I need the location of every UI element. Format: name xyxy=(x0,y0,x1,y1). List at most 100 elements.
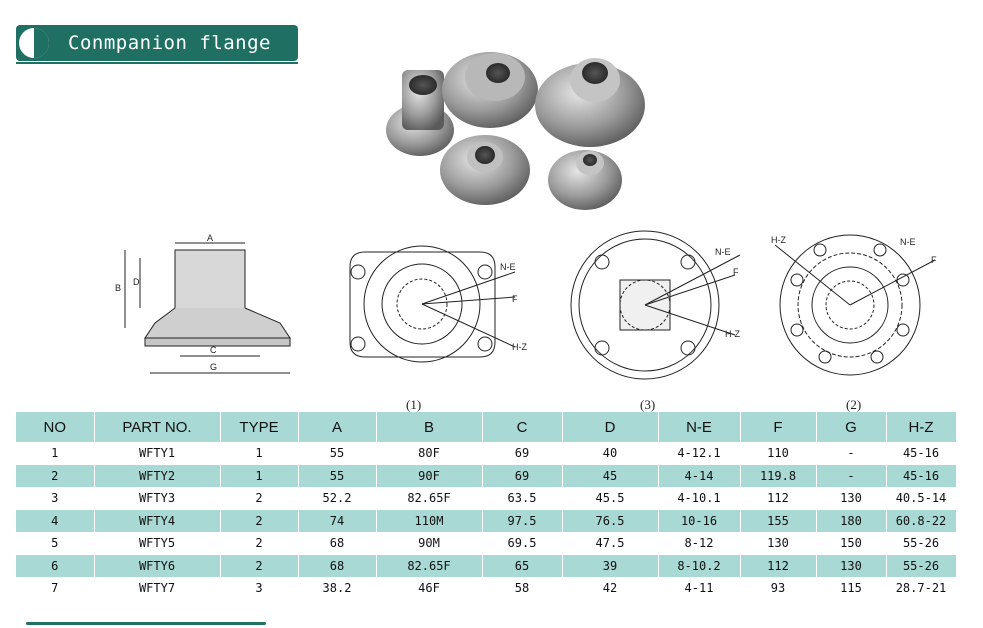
cell-type: 3 xyxy=(220,577,299,600)
caption-3: (3) xyxy=(640,397,656,412)
col-header-c: C xyxy=(482,412,563,442)
bottom-accent-rule xyxy=(26,622,266,625)
section-title: Conmpanion flange xyxy=(68,32,271,54)
flange-product-photo xyxy=(386,52,645,210)
col-header-part-no: PART NO. xyxy=(94,412,221,442)
label-ne: N-E xyxy=(715,247,731,257)
cell-a: 52.2 xyxy=(298,487,377,510)
cell-f: 112 xyxy=(740,487,817,510)
cell-part-no: WFTY7 xyxy=(94,577,221,600)
col-header-n-e: N-E xyxy=(658,412,741,442)
cell-no: 2 xyxy=(16,464,95,487)
section-banner: Conmpanion flange xyxy=(16,25,298,61)
cell-n-e: 4-10.1 xyxy=(658,487,741,510)
cell-type: 1 xyxy=(220,442,299,465)
cell-b: 110M xyxy=(376,509,483,532)
flange-type1-drawing: N-E F H-Z xyxy=(349,245,527,363)
cell-d: 39 xyxy=(562,554,659,577)
cell-a: 55 xyxy=(298,442,377,465)
cell-b: 90F xyxy=(376,464,483,487)
cell-g: - xyxy=(816,442,887,465)
cell-c: 97.5 xyxy=(482,509,563,532)
cell-a: 68 xyxy=(298,554,377,577)
col-header-b: B xyxy=(376,412,483,442)
cell-d: 45 xyxy=(562,464,659,487)
cell-no: 1 xyxy=(16,442,95,465)
dim-label-g: G xyxy=(210,362,217,372)
cell-n-e: 10-16 xyxy=(658,509,741,532)
label-hz: H-Z xyxy=(512,342,527,352)
cell-g: 130 xyxy=(816,554,887,577)
cell-g: 130 xyxy=(816,487,887,510)
cell-part-no: WFTY1 xyxy=(94,442,221,465)
cell-a: 68 xyxy=(298,532,377,555)
cell-part-no: WFTY2 xyxy=(94,464,221,487)
dim-label-a: A xyxy=(207,233,213,243)
cell-g: - xyxy=(816,464,887,487)
dim-label-d: D xyxy=(133,277,140,287)
cell-h-z: 55-26 xyxy=(886,554,957,577)
cell-a: 55 xyxy=(298,464,377,487)
cell-h-z: 45-16 xyxy=(886,464,957,487)
dim-label-c: C xyxy=(210,345,217,355)
cell-g: 150 xyxy=(816,532,887,555)
dim-label-b: B xyxy=(115,283,121,293)
cell-c: 69 xyxy=(482,464,563,487)
cell-f: 110 xyxy=(740,442,817,465)
cell-no: 4 xyxy=(16,509,95,532)
col-header-d: D xyxy=(562,412,659,442)
cell-d: 42 xyxy=(562,577,659,600)
banner-half-circle-icon xyxy=(19,28,49,58)
cell-part-no: WFTY4 xyxy=(94,509,221,532)
cell-part-no: WFTY6 xyxy=(94,554,221,577)
cell-no: 3 xyxy=(16,487,95,510)
cell-type: 2 xyxy=(220,554,299,577)
cell-h-z: 60.8-22 xyxy=(886,509,957,532)
cell-a: 74 xyxy=(298,509,377,532)
cell-f: 112 xyxy=(740,554,817,577)
cell-n-e: 8-10.2 xyxy=(658,554,741,577)
cell-d: 45.5 xyxy=(562,487,659,510)
cell-no: 6 xyxy=(16,554,95,577)
cell-d: 47.5 xyxy=(562,532,659,555)
label-f: F xyxy=(733,267,739,277)
flange-profile-drawing: A B D C G xyxy=(115,233,291,374)
cell-n-e: 4-12.1 xyxy=(658,442,741,465)
label-hz: H-Z xyxy=(771,235,786,245)
cell-n-e: 8-12 xyxy=(658,532,741,555)
cell-c: 58 xyxy=(482,577,563,600)
cell-c: 65 xyxy=(482,554,563,577)
caption-1: (1) xyxy=(406,397,422,412)
cell-type: 2 xyxy=(220,487,299,510)
cell-h-z: 40.5-14 xyxy=(886,487,957,510)
col-header-h-z: H-Z xyxy=(886,412,957,442)
cell-n-e: 4-11 xyxy=(658,577,741,600)
cell-g: 115 xyxy=(816,577,887,600)
label-f: F xyxy=(931,255,937,265)
col-header-g: G xyxy=(816,412,887,442)
col-header-a: A xyxy=(298,412,377,442)
cell-b: 90M xyxy=(376,532,483,555)
cell-f: 93 xyxy=(740,577,817,600)
label-f: F xyxy=(512,294,518,304)
cell-type: 2 xyxy=(220,532,299,555)
cell-f: 155 xyxy=(740,509,817,532)
banner-underline xyxy=(16,62,298,64)
cell-c: 69 xyxy=(482,442,563,465)
cell-type: 2 xyxy=(220,509,299,532)
flange-type3-drawing: N-E F H-Z xyxy=(570,230,740,380)
cell-g: 180 xyxy=(816,509,887,532)
col-header-no: NO xyxy=(16,412,95,442)
label-ne: N-E xyxy=(500,262,516,272)
cell-c: 69.5 xyxy=(482,532,563,555)
cell-f: 130 xyxy=(740,532,817,555)
cell-b: 46F xyxy=(376,577,483,600)
